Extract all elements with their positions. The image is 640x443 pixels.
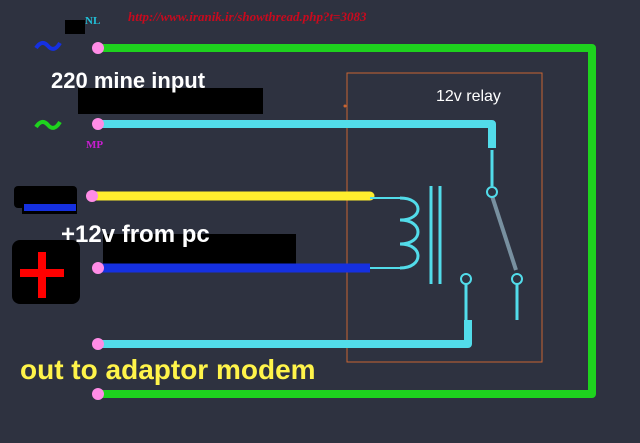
terminal-positive [86,190,98,202]
terminal-nl [92,42,104,54]
watermark-url: http://www.iranik.ir/showthread.php?t=30… [128,9,367,24]
ac-tilde-icon [34,120,62,130]
battery-minus-bar [24,204,76,211]
relay-coil [399,196,420,270]
label-output: out to adaptor modem [20,354,316,385]
plus-sign-horizontal [20,269,64,277]
no-contact [460,273,472,285]
terminal-mp [92,118,104,130]
label-mains-input: 220 mine input [51,68,206,93]
label-block [78,88,263,114]
terminal-output-2 [92,388,104,400]
nc-contact [511,273,523,285]
neutral-wire [98,44,596,398]
marker-dot [343,104,347,108]
ac-tilde-icon [34,41,62,51]
relay-outline [346,72,543,363]
label-nl: NL [85,15,101,27]
terminal-negative [92,262,104,274]
label-block [65,20,85,34]
label-block [103,234,296,264]
switch-arm [490,195,518,271]
label-pc-supply: +12v from pc [61,221,210,248]
battery-minus-icon [14,186,77,208]
label-relay: 12v relay [436,88,501,105]
terminal-output-1 [92,338,104,350]
output-wire [98,320,472,348]
label-mp: MP [86,139,104,151]
phase-wire [98,120,496,148]
common-contact [486,186,498,198]
